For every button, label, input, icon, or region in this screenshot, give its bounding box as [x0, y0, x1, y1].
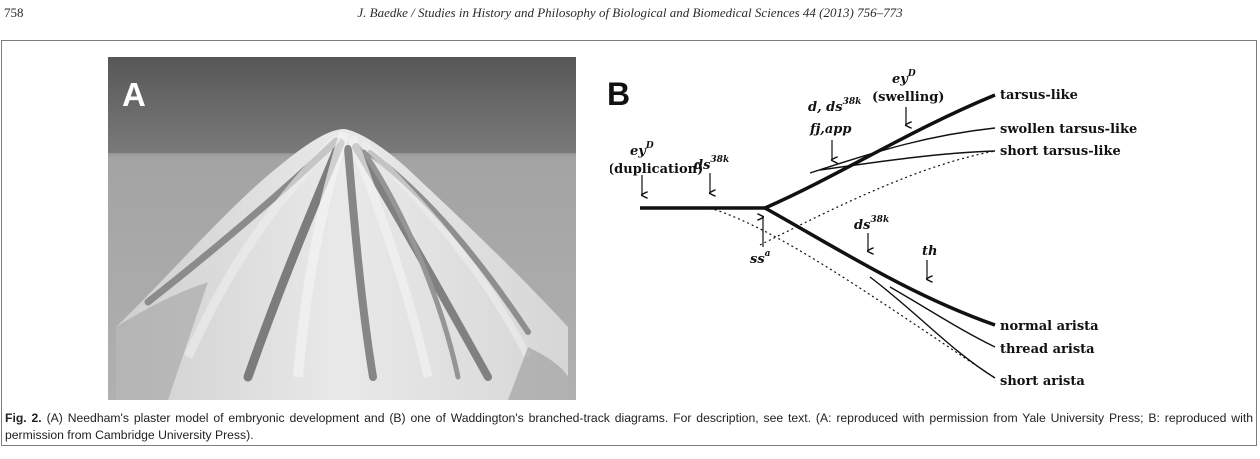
dotted-track-upper [760, 151, 995, 245]
outcome-thread-arista: thread arista [1000, 342, 1095, 357]
ey-swelling-desc: (swelling) [872, 90, 944, 105]
normal-arista-track [765, 208, 995, 325]
panel-a-label: A [122, 76, 146, 114]
plaster-model-illustration [108, 57, 576, 400]
plaster-model-photo [108, 57, 576, 400]
ey-duplication-label: eyD [630, 141, 654, 159]
figure-caption: Fig. 2. (A) Needham's plaster model of e… [5, 410, 1253, 444]
branched-track-diagram: eyD (duplication) ds38k ssa d, ds38k fj,… [610, 55, 1160, 395]
figure-caption-text: (A) Needham's plaster model of embryonic… [5, 411, 1253, 442]
fj-app-label: fj,app [809, 122, 851, 137]
ey-duplication-desc: (duplication) [610, 162, 703, 177]
ds-early-label: ds38k [694, 155, 729, 173]
dotted-track-lower [710, 208, 995, 378]
ds-lower-label: ds38k [854, 215, 889, 233]
outcome-short-tarsus-like: short tarsus-like [1000, 144, 1121, 159]
outcome-normal-arista: normal arista [1000, 319, 1099, 334]
ey-swelling-label: eyD [892, 69, 916, 87]
outcome-short-arista: short arista [1000, 374, 1085, 389]
d-ds-label: d, ds38k [808, 97, 861, 115]
figure-caption-label: Fig. 2. [5, 411, 42, 425]
outcome-tarsus-like: tarsus-like [1000, 88, 1078, 103]
ss-label: ssa [750, 249, 771, 267]
outcome-swollen-tarsus-like: swollen tarsus-like [1000, 122, 1137, 137]
running-head: J. Baedke / Studies in History and Philo… [0, 5, 1260, 21]
short-arista-track [870, 277, 995, 378]
th-label: th [922, 244, 937, 259]
